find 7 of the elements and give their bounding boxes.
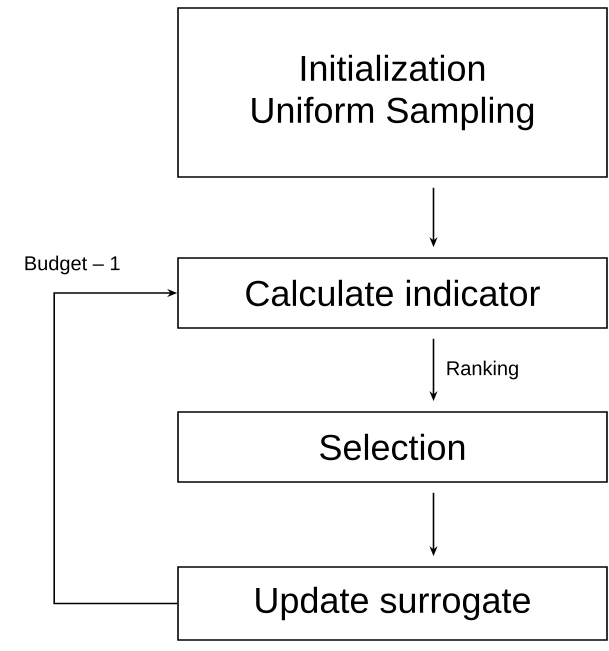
process-box: Calculate indicator <box>177 257 608 329</box>
edge-label: Budget – 1 <box>22 254 122 276</box>
process-box: Selection <box>177 411 608 483</box>
process-box: Update surrogate <box>177 566 608 641</box>
edge-label: Ranking <box>444 360 520 380</box>
process-box: Initialization Uniform Sampling <box>177 7 608 178</box>
arrow <box>53 288 178 604</box>
